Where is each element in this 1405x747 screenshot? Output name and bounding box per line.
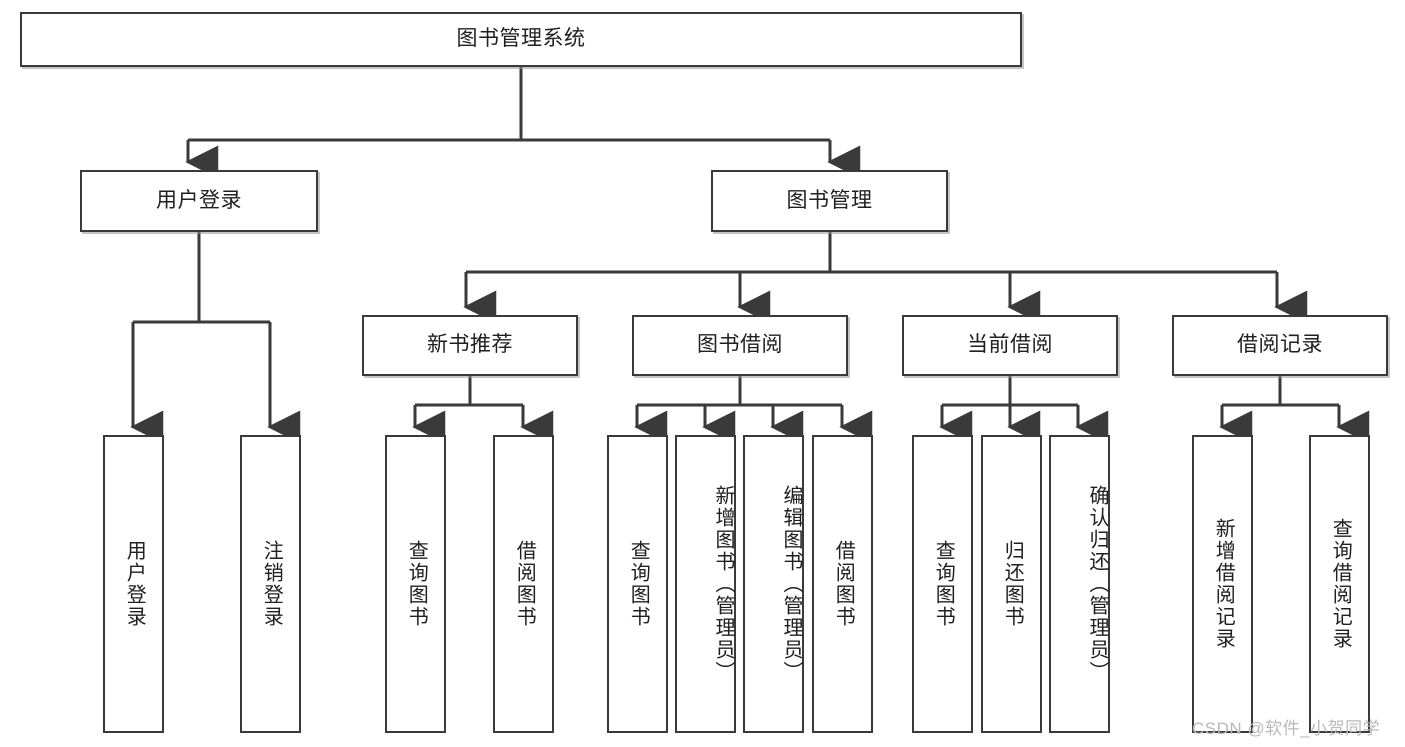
- node-label: 查询图书: [627, 540, 650, 628]
- leaf-borrow-edit-book-admin[interactable]: 编辑图书（管理员）: [743, 435, 804, 733]
- node-book-borrow[interactable]: 图书借阅: [632, 315, 848, 376]
- node-label: 借阅图书: [832, 540, 855, 628]
- leaf-current-return-book[interactable]: 归还图书: [981, 435, 1042, 733]
- node-label: 图书借阅: [697, 333, 783, 357]
- node-label: 图书管理: [786, 188, 873, 212]
- node-new-book-recommend[interactable]: 新书推荐: [362, 315, 578, 376]
- leaf-record-add-borrow-record[interactable]: 新增借阅记录: [1192, 435, 1253, 733]
- leaf-new-book-borrow[interactable]: 借阅图书: [493, 435, 554, 733]
- node-book-management[interactable]: 图书管理: [711, 170, 948, 232]
- leaf-borrow-add-book-admin[interactable]: 新增图书（管理员）: [675, 435, 736, 733]
- node-label: 注销登录: [260, 540, 283, 628]
- leaf-user-login-signin[interactable]: 用户登录: [103, 435, 164, 733]
- leaf-new-book-query[interactable]: 查询图书: [385, 435, 446, 733]
- node-borrow-record[interactable]: 借阅记录: [1172, 315, 1388, 376]
- leaf-record-query-borrow-record[interactable]: 查询借阅记录: [1309, 435, 1370, 733]
- node-label: 借阅图书: [513, 540, 536, 628]
- node-label: 新增借阅记录: [1212, 518, 1235, 650]
- node-label: 编辑图书（管理员）: [780, 485, 802, 683]
- node-label: 查询借阅记录: [1329, 518, 1352, 650]
- node-label: 归还图书: [1001, 540, 1024, 628]
- node-label: 查询图书: [932, 540, 955, 628]
- node-label: 查询图书: [405, 540, 428, 628]
- leaf-borrow-borrow-book[interactable]: 借阅图书: [812, 435, 873, 733]
- node-label: 当前借阅: [967, 333, 1053, 357]
- node-label: 新增图书（管理员）: [712, 485, 734, 683]
- leaf-current-confirm-return-admin[interactable]: 确认归还（管理员）: [1049, 435, 1110, 733]
- leaf-user-login-signout[interactable]: 注销登录: [240, 435, 301, 733]
- node-label: 确认归还（管理员）: [1086, 485, 1108, 683]
- node-user-login[interactable]: 用户登录: [80, 170, 318, 232]
- node-label: 用户登录: [156, 188, 242, 212]
- node-label: 新书推荐: [427, 333, 513, 357]
- leaf-current-query-book[interactable]: 查询图书: [912, 435, 973, 733]
- node-root-book-management-system[interactable]: 图书管理系统: [20, 12, 1022, 67]
- node-label: 借阅记录: [1237, 333, 1323, 357]
- leaf-borrow-query-book[interactable]: 查询图书: [607, 435, 668, 733]
- node-current-borrow[interactable]: 当前借阅: [902, 315, 1118, 376]
- node-label: 图书管理系统: [456, 27, 586, 51]
- node-label: 用户登录: [123, 540, 146, 628]
